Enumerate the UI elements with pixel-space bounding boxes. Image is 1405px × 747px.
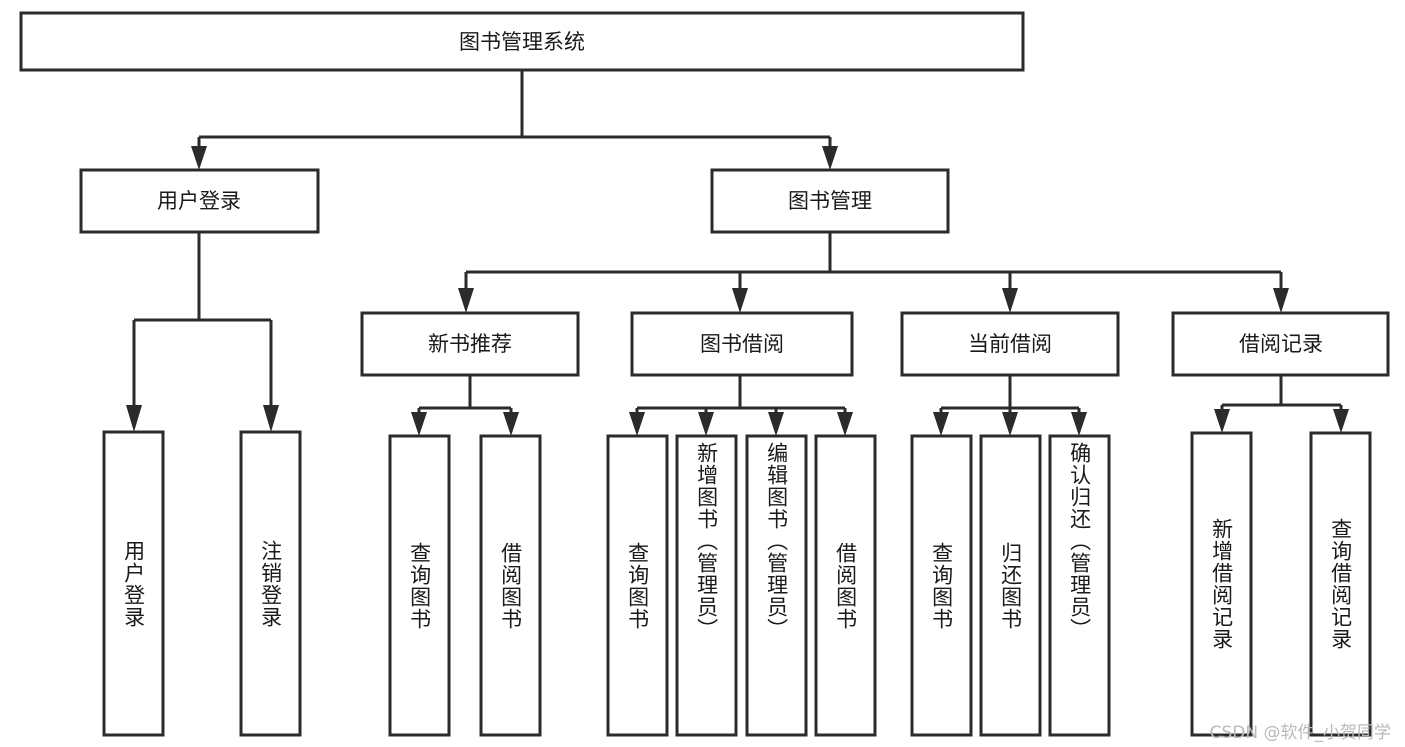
arrow-head-current-borrow — [1002, 288, 1018, 313]
leaf-box-book-borrow-3[interactable] — [745, 434, 808, 737]
node-root-label: 图书管理系统 — [459, 30, 585, 54]
leaf-box-current-borrow-1[interactable] — [910, 434, 973, 737]
arrow-head-book-borrow-leaf-1 — [629, 412, 645, 436]
node-borrow-record-label: 借阅记录 — [1239, 332, 1323, 356]
node-book-borrow-box[interactable] — [630, 311, 854, 377]
node-borrow-record-box[interactable] — [1171, 311, 1390, 377]
arrow-head-user-login-leaf-2 — [263, 405, 279, 432]
arrow-head-current-borrow-leaf-3 — [1071, 412, 1087, 436]
node-user-login-label: 用户登录 — [157, 189, 241, 213]
arrow-head-borrow-record-leaf-1 — [1214, 409, 1230, 433]
leaf-box-new-book-2[interactable] — [479, 434, 542, 737]
arrow-head-user-login-leaf-1 — [126, 405, 142, 432]
leaf-box-current-borrow-2[interactable] — [979, 434, 1042, 737]
leaf-box-current-borrow-3[interactable] — [1048, 434, 1111, 737]
node-book-manage-box[interactable] — [710, 168, 950, 234]
node-current-borrow-box[interactable] — [900, 311, 1120, 377]
node-root-box[interactable] — [19, 11, 1025, 72]
connector-layer — [126, 70, 1349, 436]
arrow-head-current-borrow-leaf-1 — [933, 412, 949, 436]
leaf-box-new-book-1[interactable] — [388, 434, 451, 737]
leaf-box-borrow-record-2[interactable] — [1309, 431, 1372, 737]
node-book-manage-label: 图书管理 — [788, 189, 872, 213]
node-book-borrow-label: 图书借阅 — [700, 332, 784, 356]
arrow-head-book-borrow — [732, 288, 748, 313]
arrow-head-book-manage — [822, 146, 838, 170]
node-layer: 图书管理系统 用户登录 图书管理 新书推荐 图书借阅 当前借阅 借阅记录 — [19, 11, 1390, 737]
arrow-head-new-book-leaf-2 — [503, 412, 519, 436]
leaf-box-user-login-2[interactable] — [239, 430, 302, 737]
leaf-box-book-borrow-1[interactable] — [606, 434, 669, 737]
leaf-box-user-login-1[interactable] — [102, 430, 165, 737]
arrow-head-book-borrow-leaf-3 — [768, 412, 784, 436]
leaf-box-book-borrow-4[interactable] — [814, 434, 877, 737]
arrow-head-user-login — [191, 146, 207, 170]
arrow-head-current-borrow-leaf-2 — [1002, 412, 1018, 436]
leaf-box-borrow-record-1[interactable] — [1190, 431, 1253, 737]
arrow-head-new-book — [458, 288, 474, 313]
node-current-borrow-label: 当前借阅 — [968, 332, 1052, 356]
arrow-head-new-book-leaf-1 — [411, 412, 427, 436]
node-user-login-box[interactable] — [79, 168, 320, 234]
arrow-head-borrow-record — [1273, 288, 1289, 313]
node-new-book-label: 新书推荐 — [428, 332, 512, 356]
leaf-box-book-borrow-2[interactable] — [675, 434, 738, 737]
node-new-book-box[interactable] — [360, 311, 580, 377]
arrow-head-book-borrow-leaf-4 — [837, 412, 853, 436]
arrow-head-borrow-record-leaf-2 — [1333, 409, 1349, 433]
arrow-head-book-borrow-leaf-2 — [698, 412, 714, 436]
